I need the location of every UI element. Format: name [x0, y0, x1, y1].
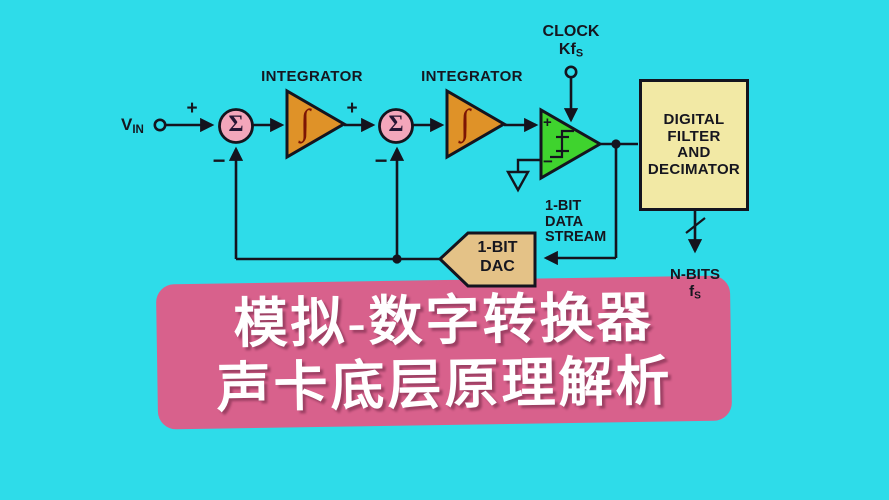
comparator-minus-sign: −: [543, 152, 553, 171]
filter-label-line2: FILTER: [667, 127, 721, 145]
vin-terminal: [153, 118, 167, 132]
clock-label-line2: KfS: [531, 41, 611, 60]
comparator-plus-sign: +: [543, 114, 552, 131]
summer2-plus-sign: +: [346, 98, 358, 119]
junction-dot-feedback: [392, 254, 402, 264]
dac-label-line2: DAC: [480, 258, 515, 275]
nbits-label-line1: N-BITS: [670, 266, 720, 283]
dac-label: 1-BIT DAC: [455, 238, 540, 276]
vin-label-sub: IN: [132, 123, 144, 136]
digital-filter-block: DIGITAL FILTER AND DECIMATOR: [639, 79, 749, 211]
summer1-sigma-symbol: Σ: [228, 111, 244, 136]
clock-kf-sub: S: [575, 47, 584, 60]
integrator2-label: INTEGRATOR: [421, 68, 523, 85]
clock-kf-main: Kf: [558, 41, 576, 58]
clock-label-line1: CLOCK: [542, 23, 600, 40]
summer1-minus-sign: −: [212, 148, 226, 173]
dac-pentagon: [437, 231, 537, 288]
vin-label: VIN: [121, 115, 144, 136]
filter-label-line3: AND: [677, 144, 711, 161]
junction-dot-output: [611, 139, 621, 149]
integrator2-integral-symbol: ∫: [460, 102, 470, 142]
integrator1-integral-symbol: ∫: [300, 102, 310, 142]
filter-label-line1: DIGITAL: [663, 111, 725, 128]
nbits-label-line2: fS: [655, 283, 735, 302]
summer2-circle: [378, 108, 414, 144]
bus-slash-icon: [685, 217, 706, 234]
clock-label: CLOCK KfS: [531, 23, 611, 60]
summer2-sigma-symbol: Σ: [388, 111, 404, 136]
summer2-minus-sign: −: [374, 148, 388, 173]
integrator2-triangle: [445, 88, 507, 160]
nbits-label: N-BITS fS: [655, 266, 735, 302]
data-stream-line1: 1-BIT: [545, 198, 582, 214]
ground-icon: [505, 170, 531, 193]
data-stream-line2: DATA: [545, 213, 584, 230]
summer1-circle: [218, 108, 254, 144]
integrator1-label: INTEGRATOR: [261, 68, 363, 85]
vin-label-main: V: [121, 115, 133, 134]
data-stream-label: 1-BIT DATA STREAM: [545, 198, 607, 246]
data-stream-line3: STREAM: [545, 229, 607, 245]
fs-main: f: [689, 283, 695, 300]
fs-sub: S: [694, 290, 701, 302]
filter-label-line4: DECIMATOR: [647, 160, 741, 178]
integrator1-triangle: [285, 88, 347, 160]
comparator-triangle: [539, 107, 604, 181]
dac-label-line1: 1-BIT: [477, 239, 518, 256]
hysteresis-icon: [550, 129, 574, 159]
summer1-plus-sign: +: [186, 98, 198, 119]
clock-terminal: [564, 65, 578, 79]
wire-comparator-to-ground: [516, 158, 541, 172]
